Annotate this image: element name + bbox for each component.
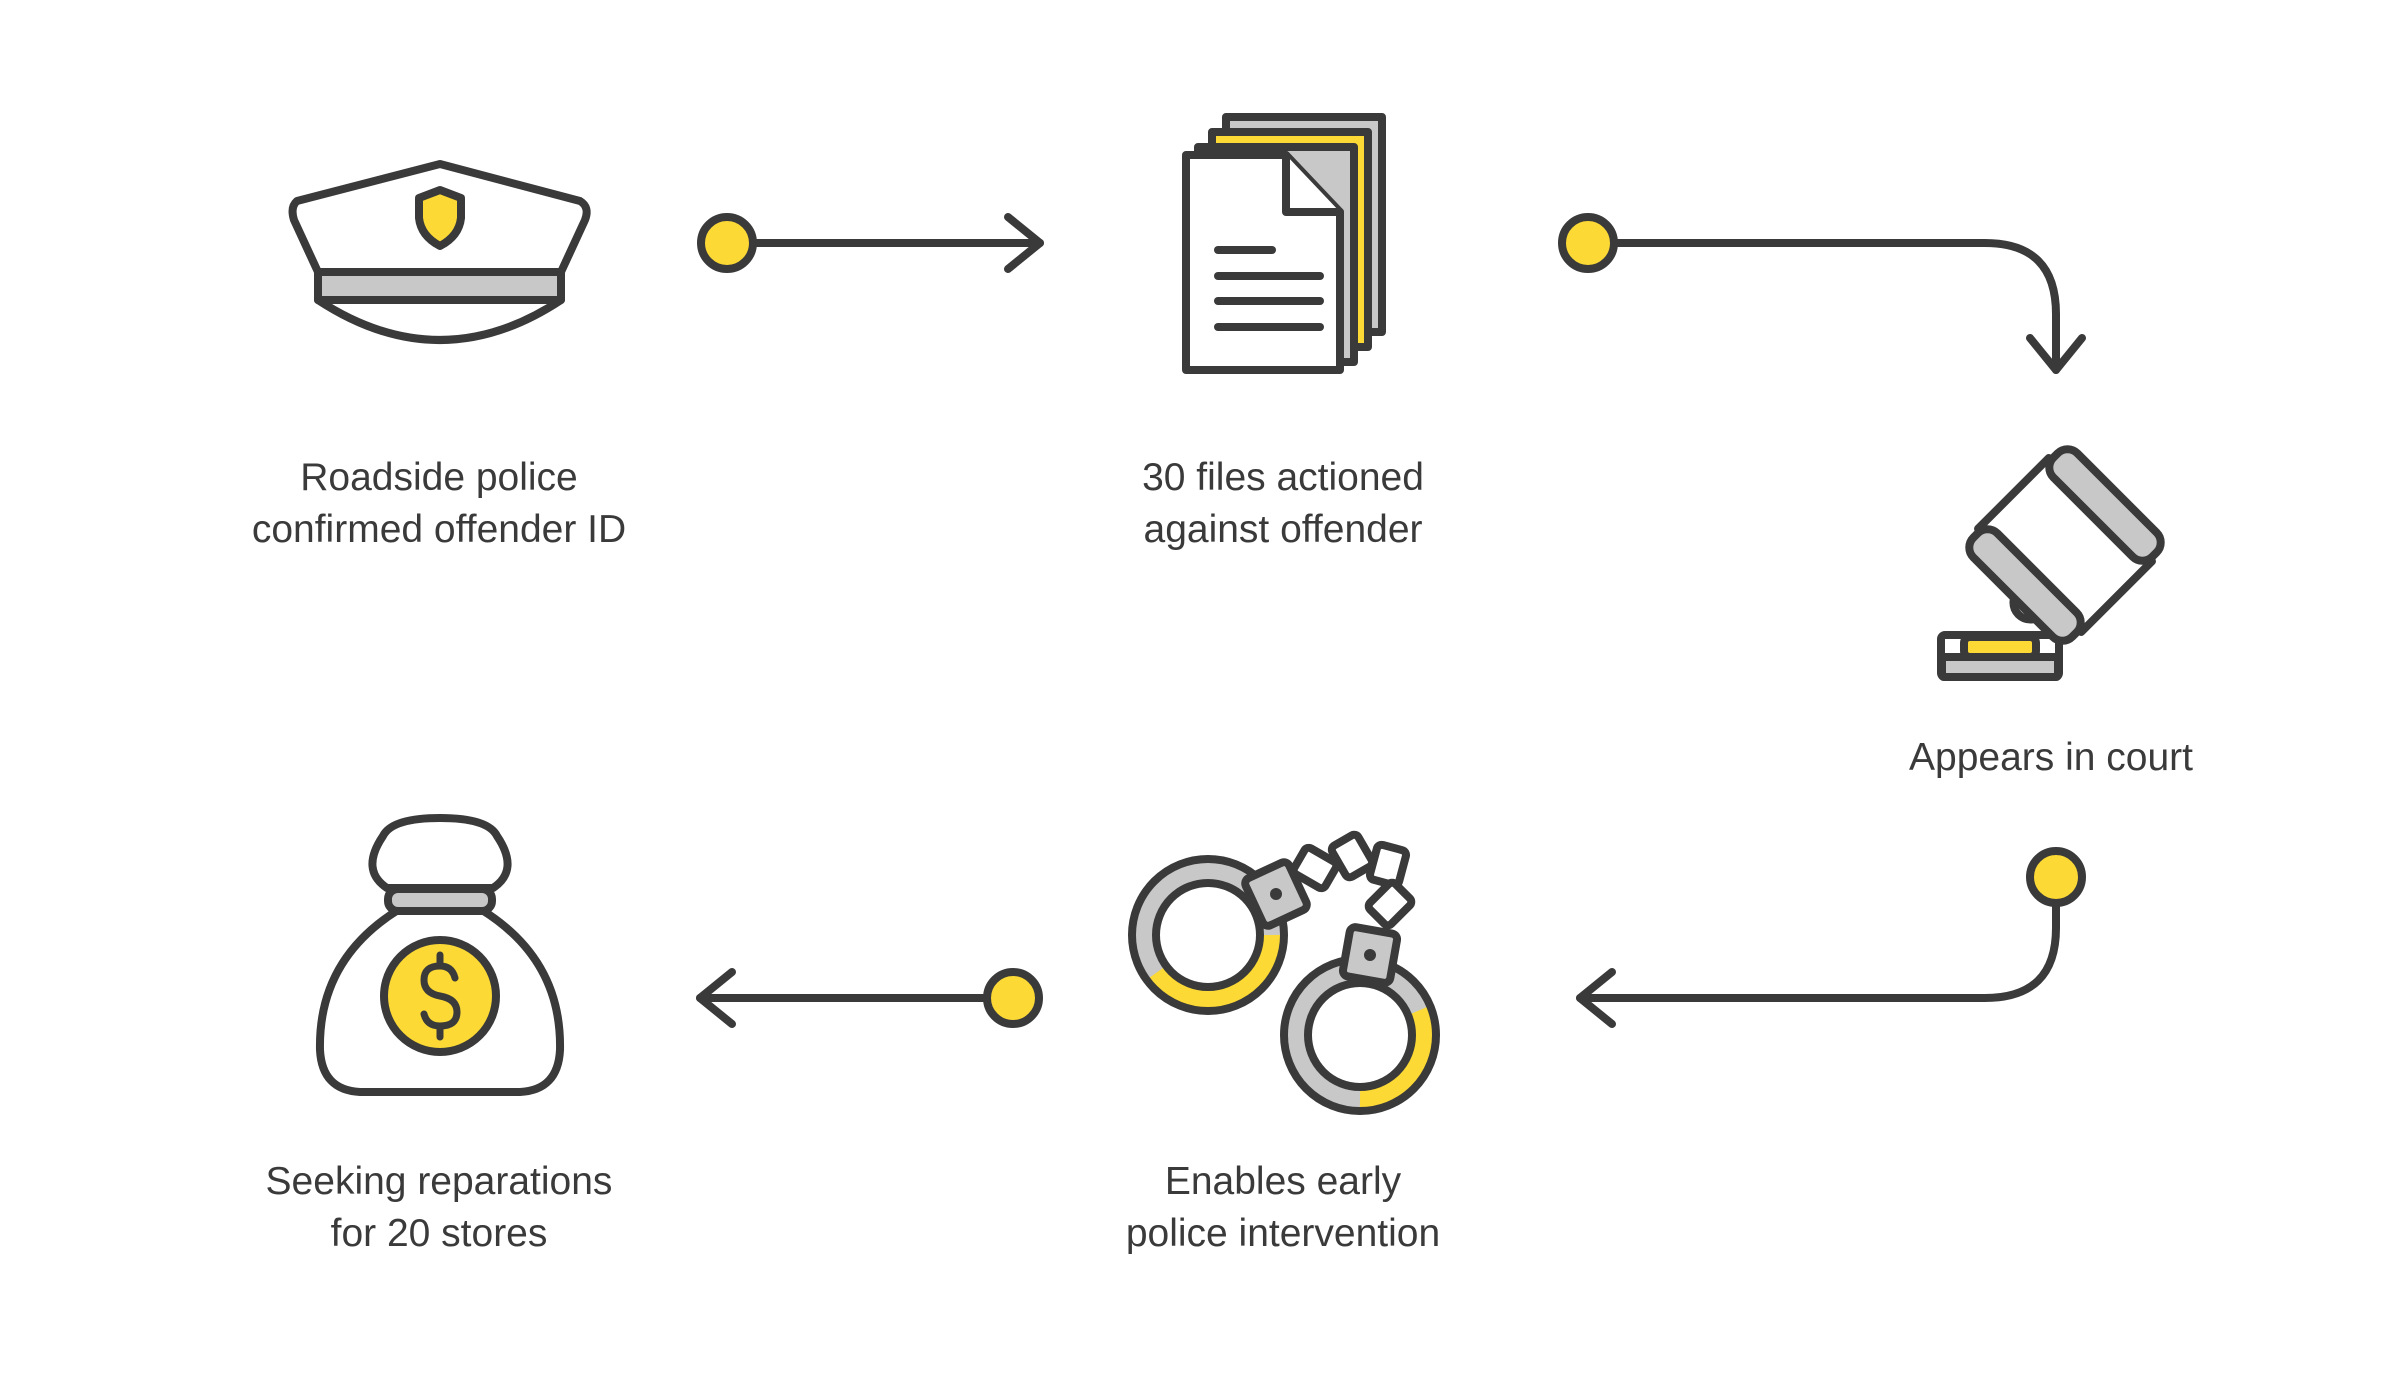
documents-icon	[1182, 113, 1386, 374]
step-label-line: Enables early	[1164, 1160, 1402, 1203]
step-label-police-intervention: Enables early police intervention	[1003, 1156, 1563, 1260]
flow-arrow-4	[696, 968, 1043, 1028]
step-label-line: Appears in court	[1909, 736, 2193, 779]
step-label-seeking-reparations: Seeking reparations for 20 stores	[159, 1156, 719, 1260]
step-label-police-confirmed: Roadside police confirmed offender ID	[159, 452, 719, 556]
step-label-line: for 20 stores	[330, 1212, 548, 1255]
step-label-line: confirmed offender ID	[251, 508, 627, 551]
step-label-appears-in-court: Appears in court	[1771, 732, 2331, 784]
money-bag-icon	[315, 814, 565, 1096]
police-cap-icon	[288, 160, 591, 344]
step-label-line: against offender	[1143, 508, 1423, 551]
step-label-line: Seeking reparations	[265, 1160, 613, 1203]
handcuffs-icon	[1128, 830, 1440, 1115]
gavel-icon	[1937, 445, 2165, 681]
flow-arrow-3	[1576, 847, 2086, 1028]
flow-arrow-1	[697, 213, 1044, 273]
step-label-files-actioned: 30 files actioned against offender	[1003, 452, 1563, 556]
step-label-line: 30 files actioned	[1142, 456, 1424, 499]
step-label-line: police intervention	[1125, 1212, 1441, 1255]
flow-arrow-2	[1558, 213, 2086, 374]
step-label-line: Roadside police	[300, 456, 578, 499]
